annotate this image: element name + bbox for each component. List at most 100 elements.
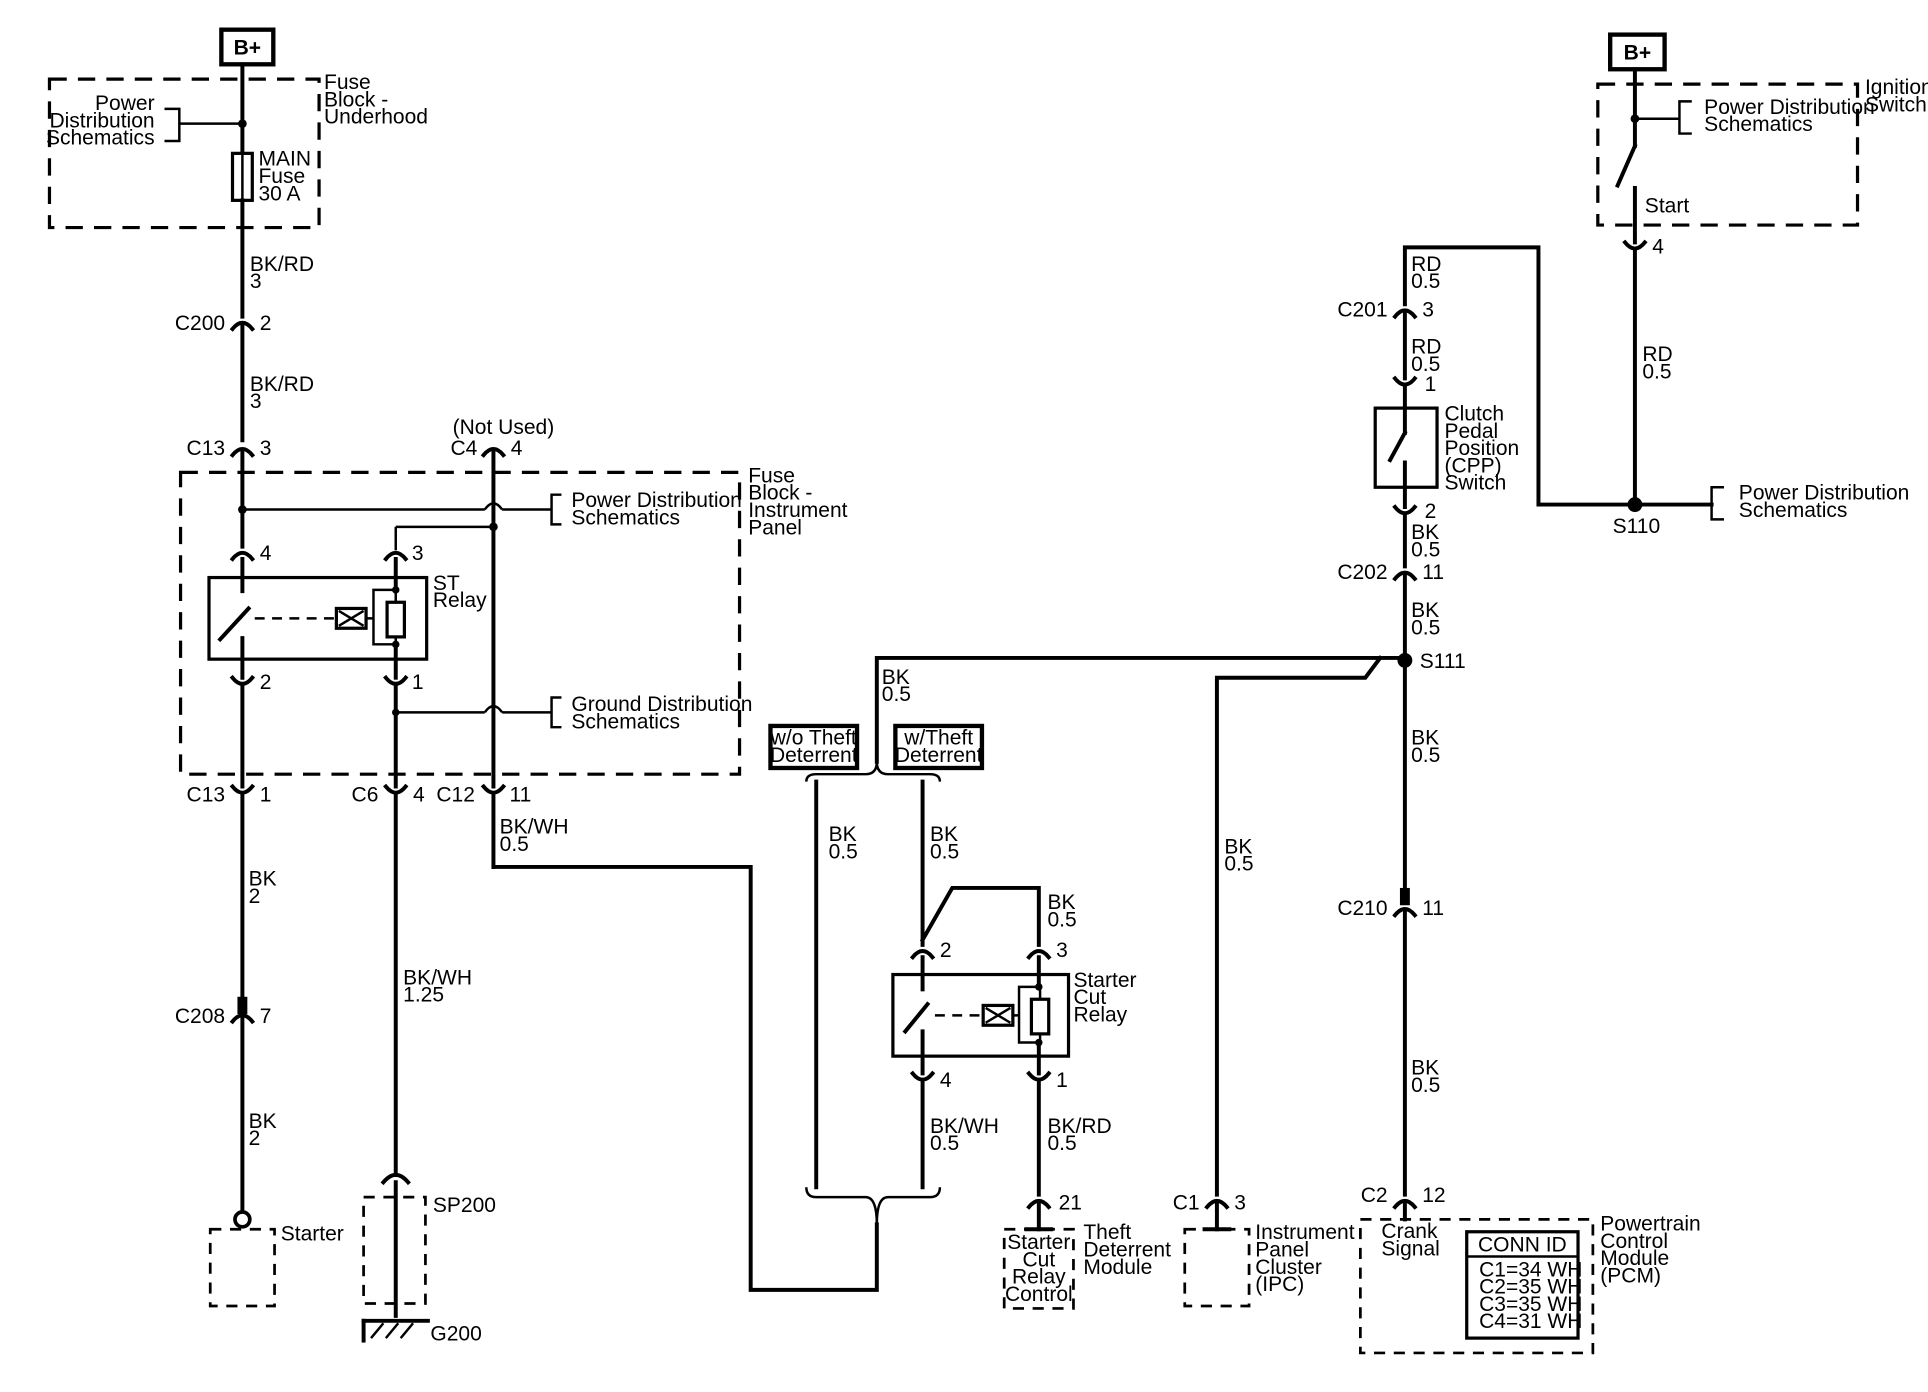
- connector-pin: 3: [1234, 1191, 1246, 1214]
- connector-c13-bottom: C13: [187, 783, 226, 806]
- switch-pin: 4: [1652, 236, 1664, 259]
- relay-pin: 1: [1056, 1069, 1068, 1092]
- s110-label: S110: [1613, 515, 1661, 538]
- connector-c12: C12: [436, 783, 475, 806]
- relay-pin: 3: [1056, 939, 1068, 962]
- splice-s110: [1627, 497, 1643, 512]
- connector-c210: C210: [1337, 897, 1387, 920]
- connector-pin: 4: [413, 783, 425, 806]
- sp200-label: SP200: [433, 1194, 496, 1217]
- connector-pin: 11: [1422, 897, 1444, 920]
- connector-c208: C208: [175, 1005, 225, 1028]
- fuse-block-underhood: [47, 77, 321, 230]
- relay-pin: 4: [940, 1069, 952, 1092]
- battery-positive-tag: [219, 27, 276, 67]
- powertrain-control-module: [1359, 1218, 1595, 1355]
- connector-pin: 7: [260, 1005, 272, 1028]
- pds-bracket-left: [164, 107, 181, 143]
- connector-pin: 12: [1422, 1184, 1445, 1207]
- s111-label: S111: [1420, 650, 1466, 673]
- connector-c13-top: C13: [187, 437, 226, 460]
- connector-c201: C201: [1337, 299, 1387, 322]
- start-position-label: Start: [1645, 195, 1690, 218]
- connector-pin: 11: [1422, 561, 1444, 584]
- relay-pin: 2: [260, 671, 272, 694]
- relay-pin: 2: [940, 939, 952, 962]
- connector-c200: C200: [175, 312, 225, 335]
- fuse-block-instrument-panel: [178, 470, 742, 776]
- connector-c202: C202: [1337, 561, 1387, 584]
- relay-pin: 4: [260, 542, 272, 565]
- starter: [208, 1227, 276, 1308]
- battery-positive-label: B+: [234, 36, 261, 59]
- connector-pin: 4: [511, 437, 523, 460]
- connector-pin: 1: [260, 783, 272, 806]
- conn-id-title: CONN ID: [1478, 1234, 1567, 1257]
- connector-pin: 3: [1422, 299, 1434, 322]
- relay-pin: 1: [412, 671, 424, 694]
- connector-c1: C1: [1173, 1191, 1200, 1214]
- switch-pin: 1: [1425, 373, 1437, 396]
- connector-id-table: [1465, 1230, 1580, 1340]
- connector-pin: 11: [510, 783, 532, 806]
- conn-id-row: C2=35 WH: [1479, 1276, 1582, 1299]
- connector-c4: C4: [450, 437, 477, 460]
- battery-positive-label-right: B+: [1624, 41, 1651, 64]
- conn-id-row: C1=34 WH: [1479, 1258, 1582, 1281]
- ignition-switch: [1596, 82, 1860, 227]
- module-pin: 21: [1059, 1191, 1082, 1214]
- connector-c2: C2: [1361, 1184, 1388, 1207]
- starter-label: Starter: [281, 1222, 344, 1245]
- instrument-panel-cluster: [1183, 1227, 1251, 1308]
- switch-pin: 2: [1425, 500, 1437, 523]
- conn-id-row: C4=31 WH: [1479, 1310, 1582, 1333]
- with-theft-deterrent-option: [893, 723, 985, 771]
- theft-deterrent-module: [1002, 1227, 1075, 1310]
- relay-pin: 3: [412, 542, 424, 565]
- connector-pin: 3: [260, 437, 272, 460]
- connector-pin: 2: [260, 312, 272, 335]
- without-theft-deterrent-option: [768, 723, 860, 771]
- splice-s111: [1397, 652, 1413, 668]
- not-used-label: (Not Used): [453, 416, 555, 439]
- conn-id-row: C3=35 WH: [1479, 1293, 1582, 1316]
- g200-label: G200: [430, 1323, 481, 1346]
